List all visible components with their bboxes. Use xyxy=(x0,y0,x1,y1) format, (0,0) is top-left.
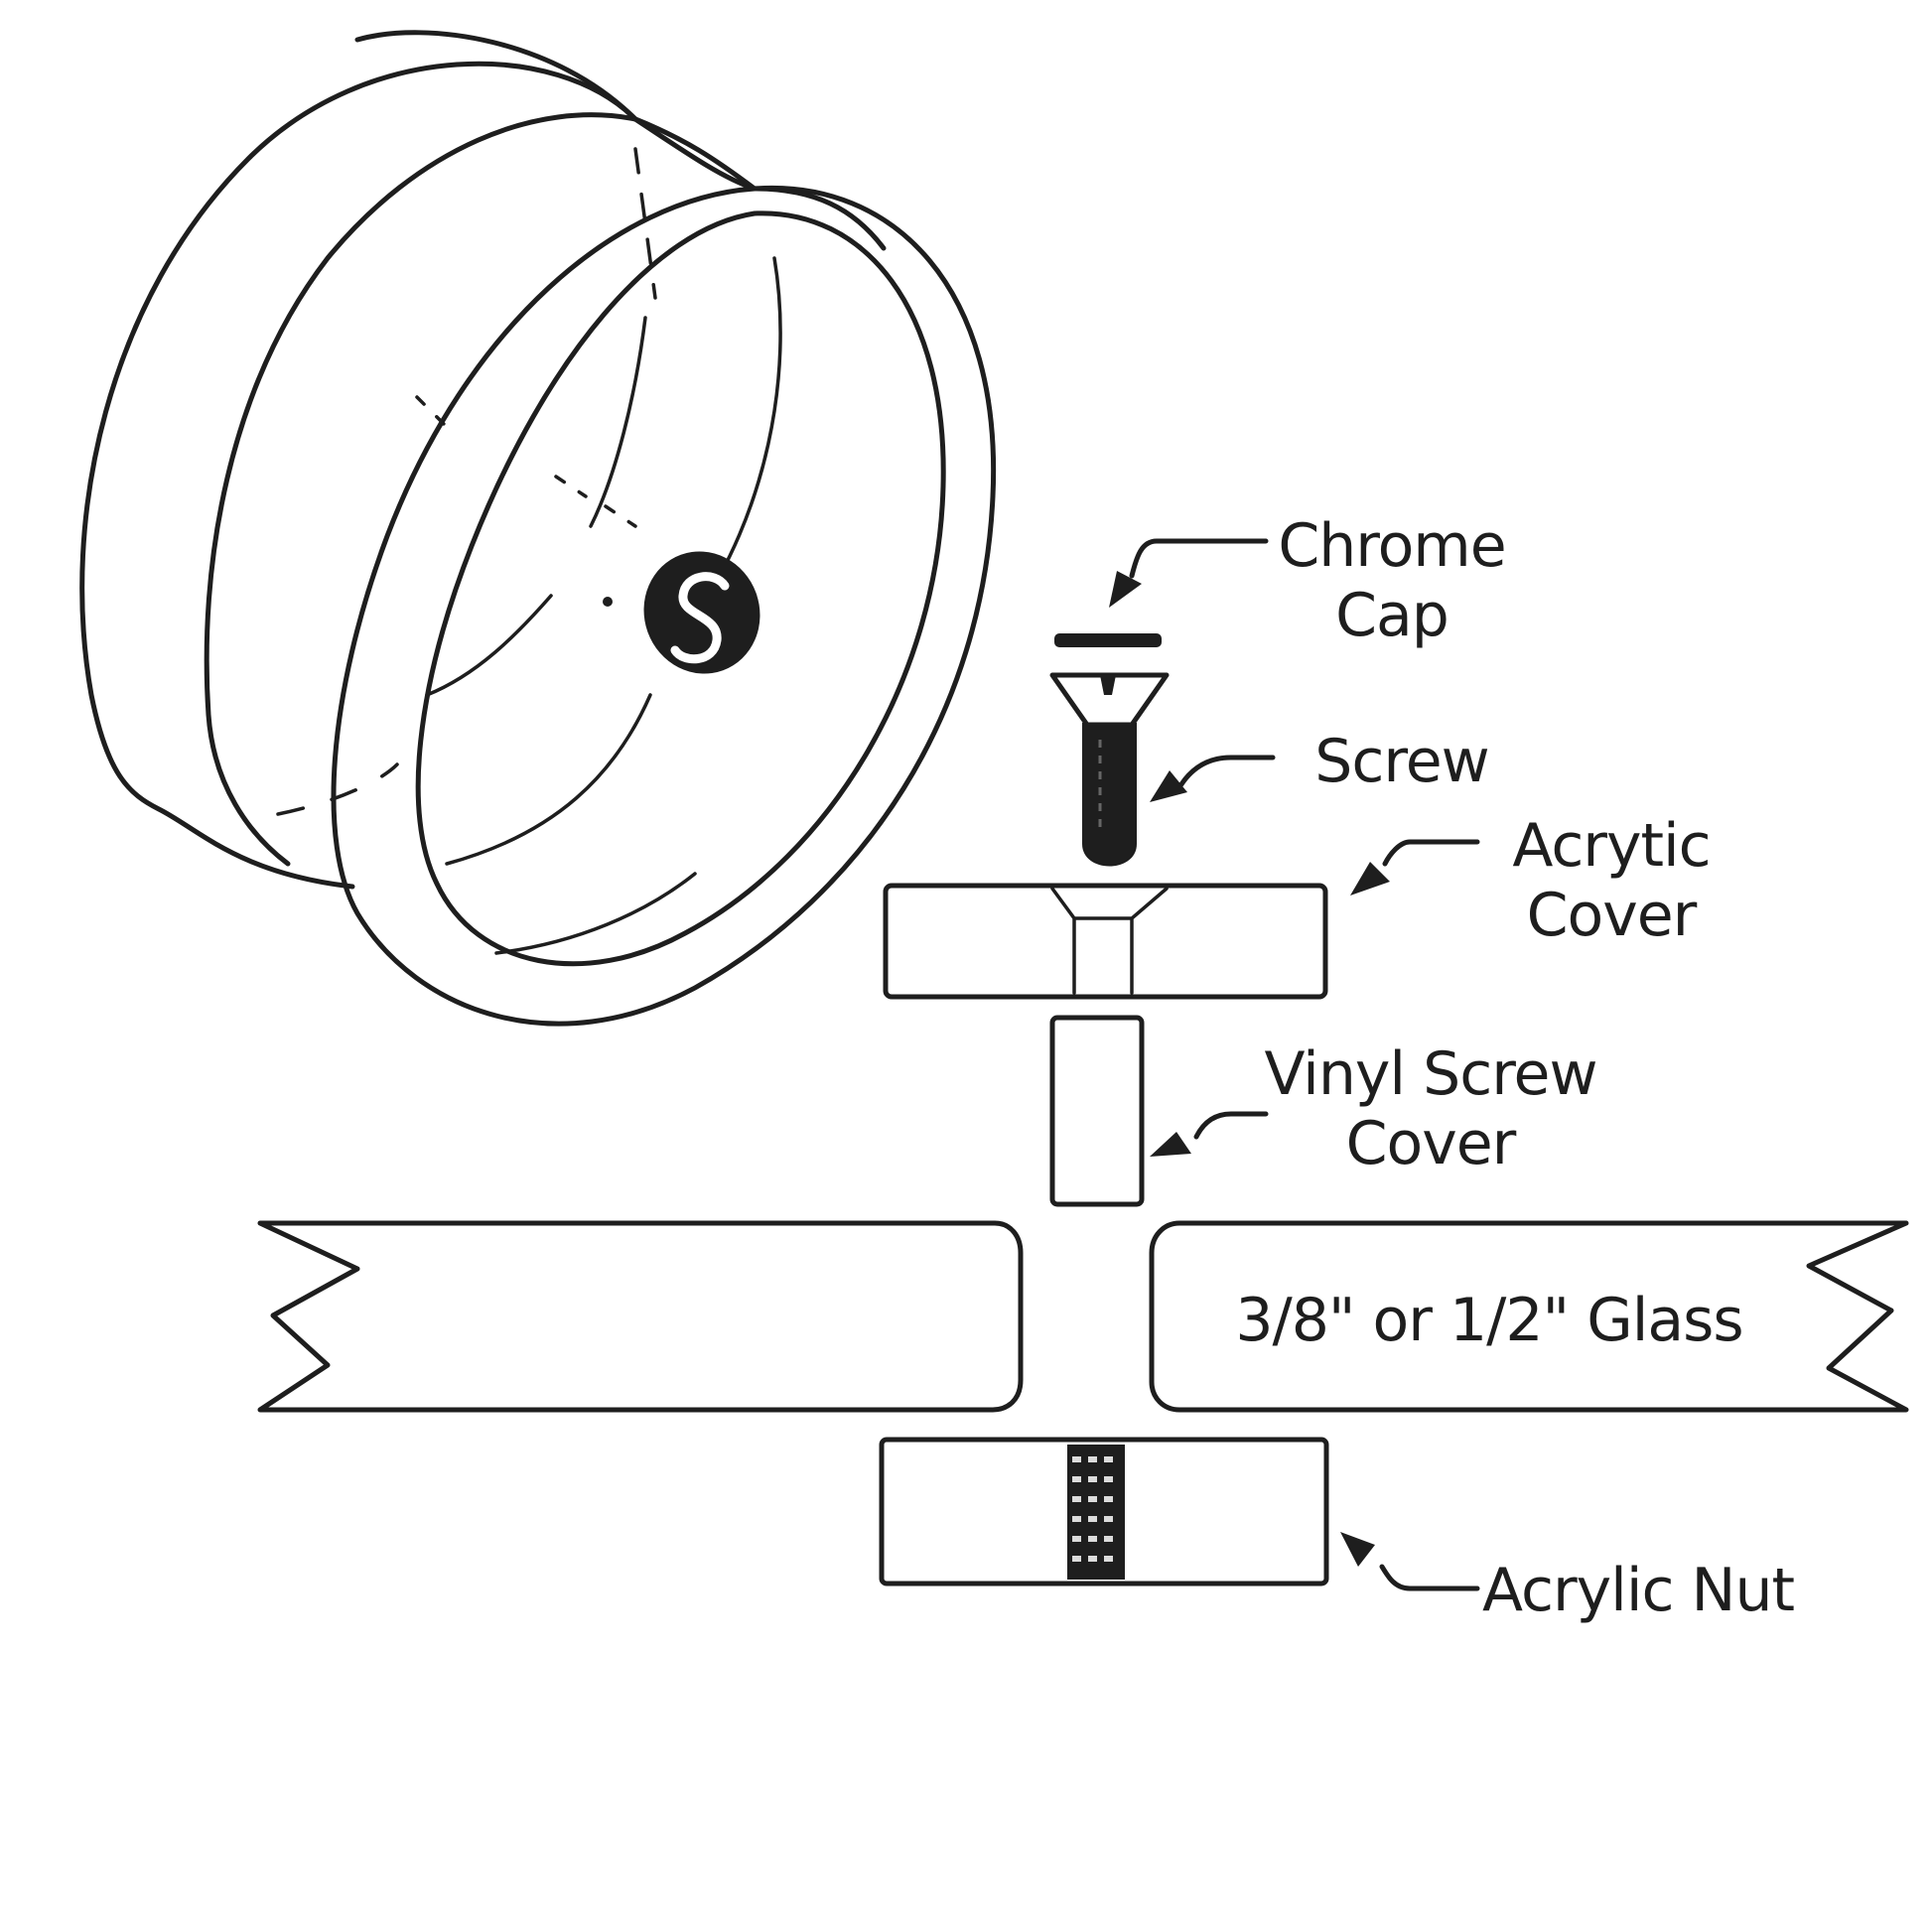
vinyl-screw-cover xyxy=(1049,1015,1145,1207)
drum-hidden-line-2 xyxy=(276,762,399,816)
acrylic-nut-body xyxy=(879,1437,1329,1587)
acrylic-cover-part xyxy=(883,883,1328,1000)
screw-part xyxy=(1049,672,1170,867)
label-chrome-cap-line2: Cap xyxy=(1335,581,1449,650)
acrylic-nut-threads xyxy=(1072,1456,1120,1562)
drum-front-rim-inner xyxy=(415,210,946,967)
drum-back-rim xyxy=(79,61,638,890)
drum-front-top-edge xyxy=(752,186,887,251)
drum-inner-curve-2 xyxy=(589,316,647,528)
glass-left-panel xyxy=(257,1220,1024,1413)
screw-slot xyxy=(1100,675,1116,695)
drum-middle-top-edge xyxy=(632,116,758,192)
chrome-cap xyxy=(1054,633,1162,647)
label-glass: 3/8" or 1/2" Glass xyxy=(1235,1286,1742,1355)
drum-inner-curve-3 xyxy=(445,693,652,866)
logo-s-mark xyxy=(670,572,730,664)
leader-acrylic-nut xyxy=(1379,1564,1480,1591)
drum-front-rim-outer xyxy=(331,185,997,1027)
assembled-standoff-illustration: S xyxy=(79,30,997,1027)
drum-inner-curve-5 xyxy=(425,594,553,697)
screw-shank xyxy=(1082,723,1137,867)
label-vinyl-cover-line1: Vinyl Screw xyxy=(1264,1039,1596,1109)
acrylic-cover-body xyxy=(883,883,1328,1000)
leader-vinyl-cover xyxy=(1193,1111,1269,1140)
acrylic-nut-part xyxy=(879,1437,1329,1587)
label-acrylic-cover-line1: Acrytic xyxy=(1512,811,1710,881)
label-vinyl-cover-line2: Cover xyxy=(1346,1109,1517,1178)
leader-lines xyxy=(1109,538,1480,1591)
label-chrome-cap-line1: Chrome xyxy=(1278,511,1505,581)
arrowhead-acrylic-cover xyxy=(1350,862,1390,896)
glass-right-panel xyxy=(1149,1220,1909,1413)
label-acrylic-cover-line2: Cover xyxy=(1527,881,1698,950)
drum-center-dot xyxy=(603,597,613,607)
drum-top-edge xyxy=(354,30,758,192)
label-screw: Screw xyxy=(1314,727,1488,796)
leader-acrylic-cover xyxy=(1382,839,1480,867)
arrowhead-screw xyxy=(1150,770,1187,802)
arrowhead-acrylic-nut xyxy=(1340,1532,1375,1567)
label-acrylic-nut: Acrylic Nut xyxy=(1482,1556,1794,1625)
leader-chrome-cap xyxy=(1129,538,1269,579)
drum-center-dashes xyxy=(415,395,637,528)
drum-inner-curve-4 xyxy=(494,872,697,955)
part-labels: Chrome Cap Screw Acrytic Cover Vinyl Scr… xyxy=(1235,511,1795,1625)
acrylic-cover-countersink xyxy=(1050,887,1169,995)
leader-screw xyxy=(1178,755,1276,787)
arrowhead-vinyl-cover xyxy=(1150,1132,1191,1157)
glass-panels xyxy=(257,1220,1909,1413)
arrowhead-chrome-cap xyxy=(1109,571,1142,608)
drum-hidden-line-1 xyxy=(633,147,657,300)
drum-middle-ring xyxy=(204,112,638,867)
